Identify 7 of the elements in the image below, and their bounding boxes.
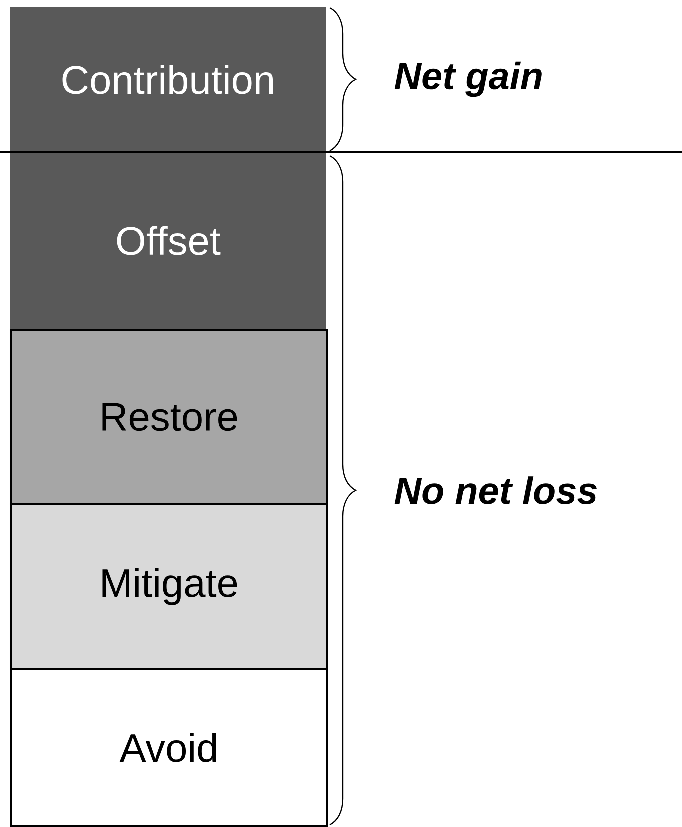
stack-block: Contribution xyxy=(10,7,326,152)
stack-block: Mitigate xyxy=(10,503,328,670)
bracket-label: Net gain xyxy=(394,62,542,98)
stack-block: Restore xyxy=(10,329,328,506)
bracket-label: No net loss xyxy=(394,476,597,504)
stack-block: Offset xyxy=(10,152,326,330)
stack-block: Avoid xyxy=(10,668,328,827)
